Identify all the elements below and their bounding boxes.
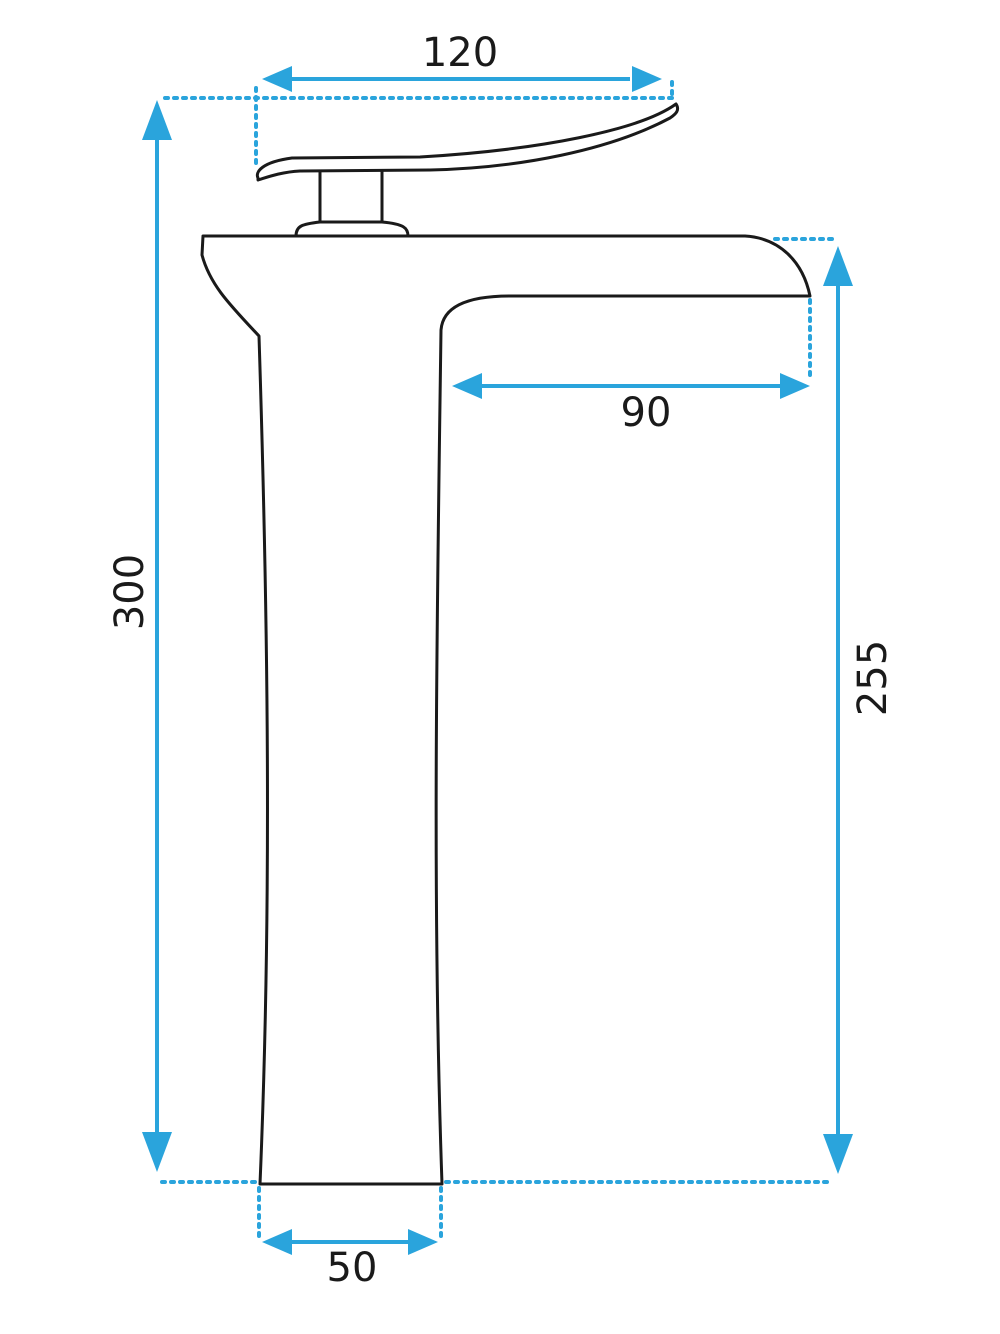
label-total-height: 300	[107, 554, 153, 630]
label-spout-height: 255	[850, 640, 896, 716]
cartridge-cap	[294, 220, 410, 238]
label-base-width: 50	[327, 1245, 378, 1291]
label-lever-width: 120	[422, 30, 498, 76]
dimension-arrows	[142, 66, 853, 1255]
dim-50-arrow-right	[408, 1229, 438, 1255]
dim-300-arrow-top	[142, 100, 172, 140]
extension-lines	[160, 80, 834, 1242]
label-spout-reach: 90	[621, 390, 672, 436]
dim-300-arrow-bottom	[142, 1132, 172, 1172]
dim-90-arrow-right	[780, 373, 810, 399]
dim-50-arrow-left	[262, 1229, 292, 1255]
dim-120-arrow-left	[262, 66, 292, 92]
lever-stem	[318, 169, 384, 224]
dim-90-arrow-left	[452, 373, 482, 399]
lever-handle	[255, 102, 680, 182]
faucet-outline	[200, 102, 812, 1186]
faucet-body	[200, 234, 812, 1186]
dim-255-arrow-top	[823, 246, 853, 286]
dim-120-arrow-right	[632, 66, 662, 92]
dim-255-arrow-bottom	[823, 1134, 853, 1174]
dimension-labels: 120 90 300 255 50	[107, 30, 896, 1291]
